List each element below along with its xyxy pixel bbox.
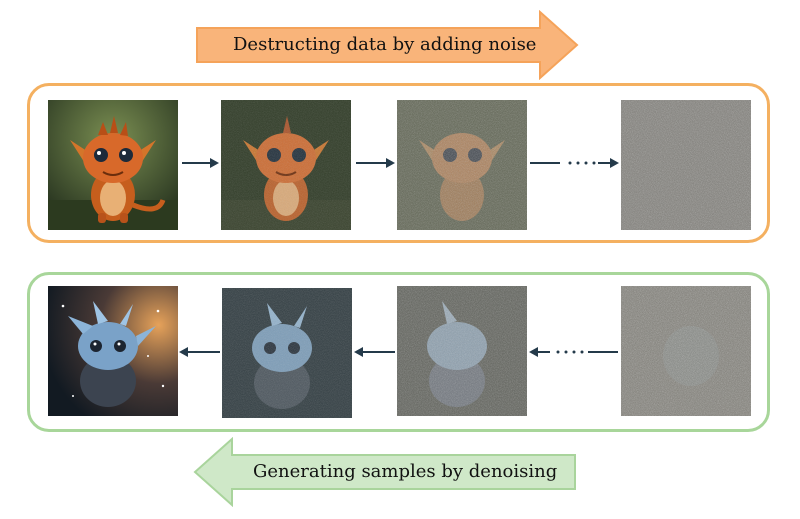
reverse-process-label: Generating samples by denoising	[253, 461, 558, 482]
forward-arrow-1	[182, 158, 219, 168]
forward-image-step1	[221, 100, 351, 230]
reverse-image-clean	[48, 286, 178, 416]
forward-process-label: Destructing data by adding noise	[233, 34, 537, 55]
reverse-image-step2	[397, 286, 527, 416]
forward-image-clean	[48, 100, 178, 230]
reverse-arrow-2	[354, 347, 395, 357]
forward-arrow-2	[356, 158, 395, 168]
reverse-arrow-1	[179, 347, 220, 357]
forward-process-arrow	[196, 10, 579, 80]
reverse-image-noise	[621, 286, 751, 416]
forward-image-step2	[397, 100, 527, 230]
reverse-process-arrow	[193, 437, 576, 507]
forward-arrow-ellipsis	[530, 158, 619, 168]
reverse-image-step1	[222, 288, 352, 418]
reverse-arrow-ellipsis	[529, 347, 618, 357]
forward-image-pure-noise	[621, 100, 751, 230]
